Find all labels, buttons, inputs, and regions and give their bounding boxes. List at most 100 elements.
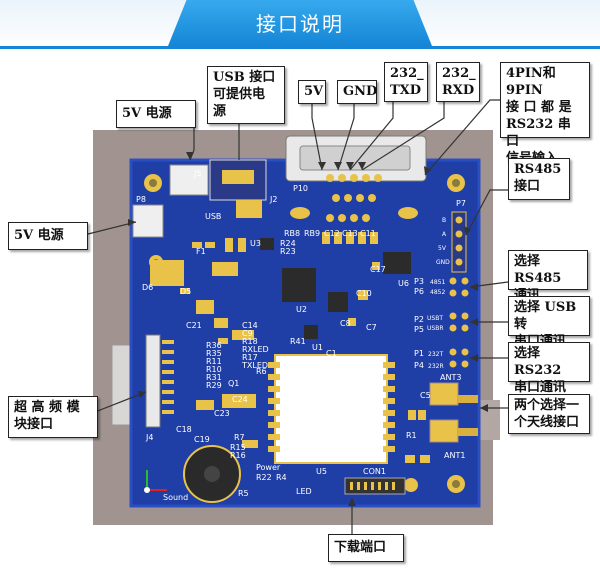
silk-r16: R16 xyxy=(230,451,246,460)
silk-rb9: RB9 xyxy=(304,229,320,238)
silk-d6: D6 xyxy=(142,283,153,292)
silk-232t: 232T xyxy=(428,351,443,358)
silk-led: LED xyxy=(296,487,312,496)
silk-r24: R24 xyxy=(280,239,296,248)
header-underline xyxy=(0,46,600,49)
u2-chip xyxy=(282,268,316,302)
silk-r29: R29 xyxy=(206,381,222,390)
silk-txled: TXLED xyxy=(241,361,268,370)
con1-connector xyxy=(344,477,406,495)
callout-select-usb: 选择 USB 转 串口通讯 xyxy=(508,296,590,349)
silk-r36: R36 xyxy=(206,341,222,350)
silk-r22: R22 xyxy=(256,473,272,482)
axis-glyph xyxy=(144,470,167,493)
silk-r4: R4 xyxy=(276,473,287,482)
u6-chip xyxy=(383,252,411,274)
silk-u6: U6 xyxy=(398,279,409,288)
silk-c7: C7 xyxy=(366,323,377,332)
silk-r11: R11 xyxy=(206,357,222,366)
silk-u3: U3 xyxy=(250,239,261,248)
rf-module-u5 xyxy=(274,354,388,464)
silk-p10: P10 xyxy=(293,184,308,193)
callout-select-rs232: 选择 RS232 串口通讯 xyxy=(508,342,590,395)
callout-pin-gnd: GND xyxy=(337,80,377,104)
silk-r23: R23 xyxy=(280,247,296,256)
silk-ant1: ANT1 xyxy=(444,451,465,460)
silk-c23: C23 xyxy=(214,409,230,418)
silk-c11: C11 xyxy=(360,229,376,238)
silk-p2: P2 xyxy=(414,315,424,324)
silk-u2: U2 xyxy=(296,305,307,314)
callout-antenna-select: 两个选择一 个天线接口 xyxy=(508,394,590,434)
callout-pin-5v: 5V xyxy=(298,80,326,104)
silk-j4: J4 xyxy=(145,433,153,442)
silk-c5: C5 xyxy=(420,391,431,400)
silk-r7: R7 xyxy=(234,433,245,442)
silk-c18: C18 xyxy=(176,425,192,434)
silk-4851: 4851 xyxy=(430,279,445,286)
silk-ant3: ANT3 xyxy=(440,373,461,382)
silk-c14: C14 xyxy=(242,321,258,330)
silk-p7-5v: 5V xyxy=(438,245,447,252)
silk-r1: R1 xyxy=(406,431,417,440)
silk-r6: R6 xyxy=(256,367,267,376)
silk-q1: Q1 xyxy=(228,379,239,388)
silk-232r: 232R xyxy=(428,363,444,370)
silk-p3: P3 xyxy=(414,277,424,286)
silk-r10: R10 xyxy=(206,365,222,374)
silk-r31: R31 xyxy=(206,373,222,382)
silk-p8: P8 xyxy=(136,195,146,204)
silk-c9: C9 xyxy=(242,329,253,338)
callout-rs485-port: RS485 接口 xyxy=(508,158,570,200)
silk-sound: Sound xyxy=(163,493,188,502)
silk-p4: P4 xyxy=(414,361,424,370)
silk-con1: CON1 xyxy=(363,467,386,476)
j5-connector xyxy=(169,164,209,196)
silk-r5: R5 xyxy=(238,489,249,498)
callout-rs232-note: 4PIN和9PIN 接 口 都 是 RS232 串 口 信号输入 xyxy=(500,62,590,166)
silk-usb: USB xyxy=(205,212,221,221)
u1-chip xyxy=(304,325,318,339)
silk-c1: C1 xyxy=(326,349,337,358)
silk-c17: C17 xyxy=(370,265,386,274)
silk-r15: R15 xyxy=(230,443,246,452)
silk-c12: C12 xyxy=(324,229,340,238)
ant3-connector xyxy=(429,382,459,406)
silk-p5: P5 xyxy=(414,325,424,334)
silk-p1: P1 xyxy=(414,349,424,358)
silk-rb8: RB8 xyxy=(284,229,300,238)
silk-r41: R41 xyxy=(290,337,306,346)
p8-connector xyxy=(132,204,164,238)
silk-d5: D5 xyxy=(180,287,191,296)
silk-c21: C21 xyxy=(186,321,202,330)
silk-r18: R18 xyxy=(242,337,258,346)
silk-c8: C8 xyxy=(340,319,351,328)
callout-5v-power-top: 5V 电源 xyxy=(116,100,196,128)
p7-header xyxy=(451,211,467,273)
silk-usbt: USBT xyxy=(427,315,443,322)
silk-power: Power xyxy=(256,463,281,472)
header-tab xyxy=(168,0,432,46)
callout-rf-module: 超 高 频 模 块接口 xyxy=(8,396,98,438)
selection-jumpers xyxy=(449,277,469,368)
silk-4852: 4852 xyxy=(430,289,445,296)
silk-p7-gnd: GND xyxy=(436,259,450,266)
silk-j5: J5 xyxy=(193,169,201,178)
silk-rxled: RXLED xyxy=(242,345,269,354)
silk-usbr: USBR xyxy=(427,325,444,332)
silk-f1: F1 xyxy=(196,247,206,256)
callout-usb-port: USB 接口 可提供电 源 xyxy=(207,66,285,124)
silk-r17: R17 xyxy=(242,353,258,362)
callout-select-rs485: 选择 RS485 通讯 xyxy=(508,250,588,303)
j4-connector xyxy=(145,334,161,428)
callout-pin-232-rxd: 232_ RXD xyxy=(436,62,480,102)
ant1-connector xyxy=(429,419,459,443)
silk-p7-b: B xyxy=(442,217,446,224)
silk-c19: C19 xyxy=(194,435,210,444)
silk-p7: P7 xyxy=(456,199,466,208)
callout-5v-power-left: 5V 电源 xyxy=(8,222,88,250)
callout-pin-232-txd: 232_ TXD xyxy=(384,62,428,102)
silk-j2: J2 xyxy=(269,195,277,204)
silk-p7-a: A xyxy=(442,231,447,238)
